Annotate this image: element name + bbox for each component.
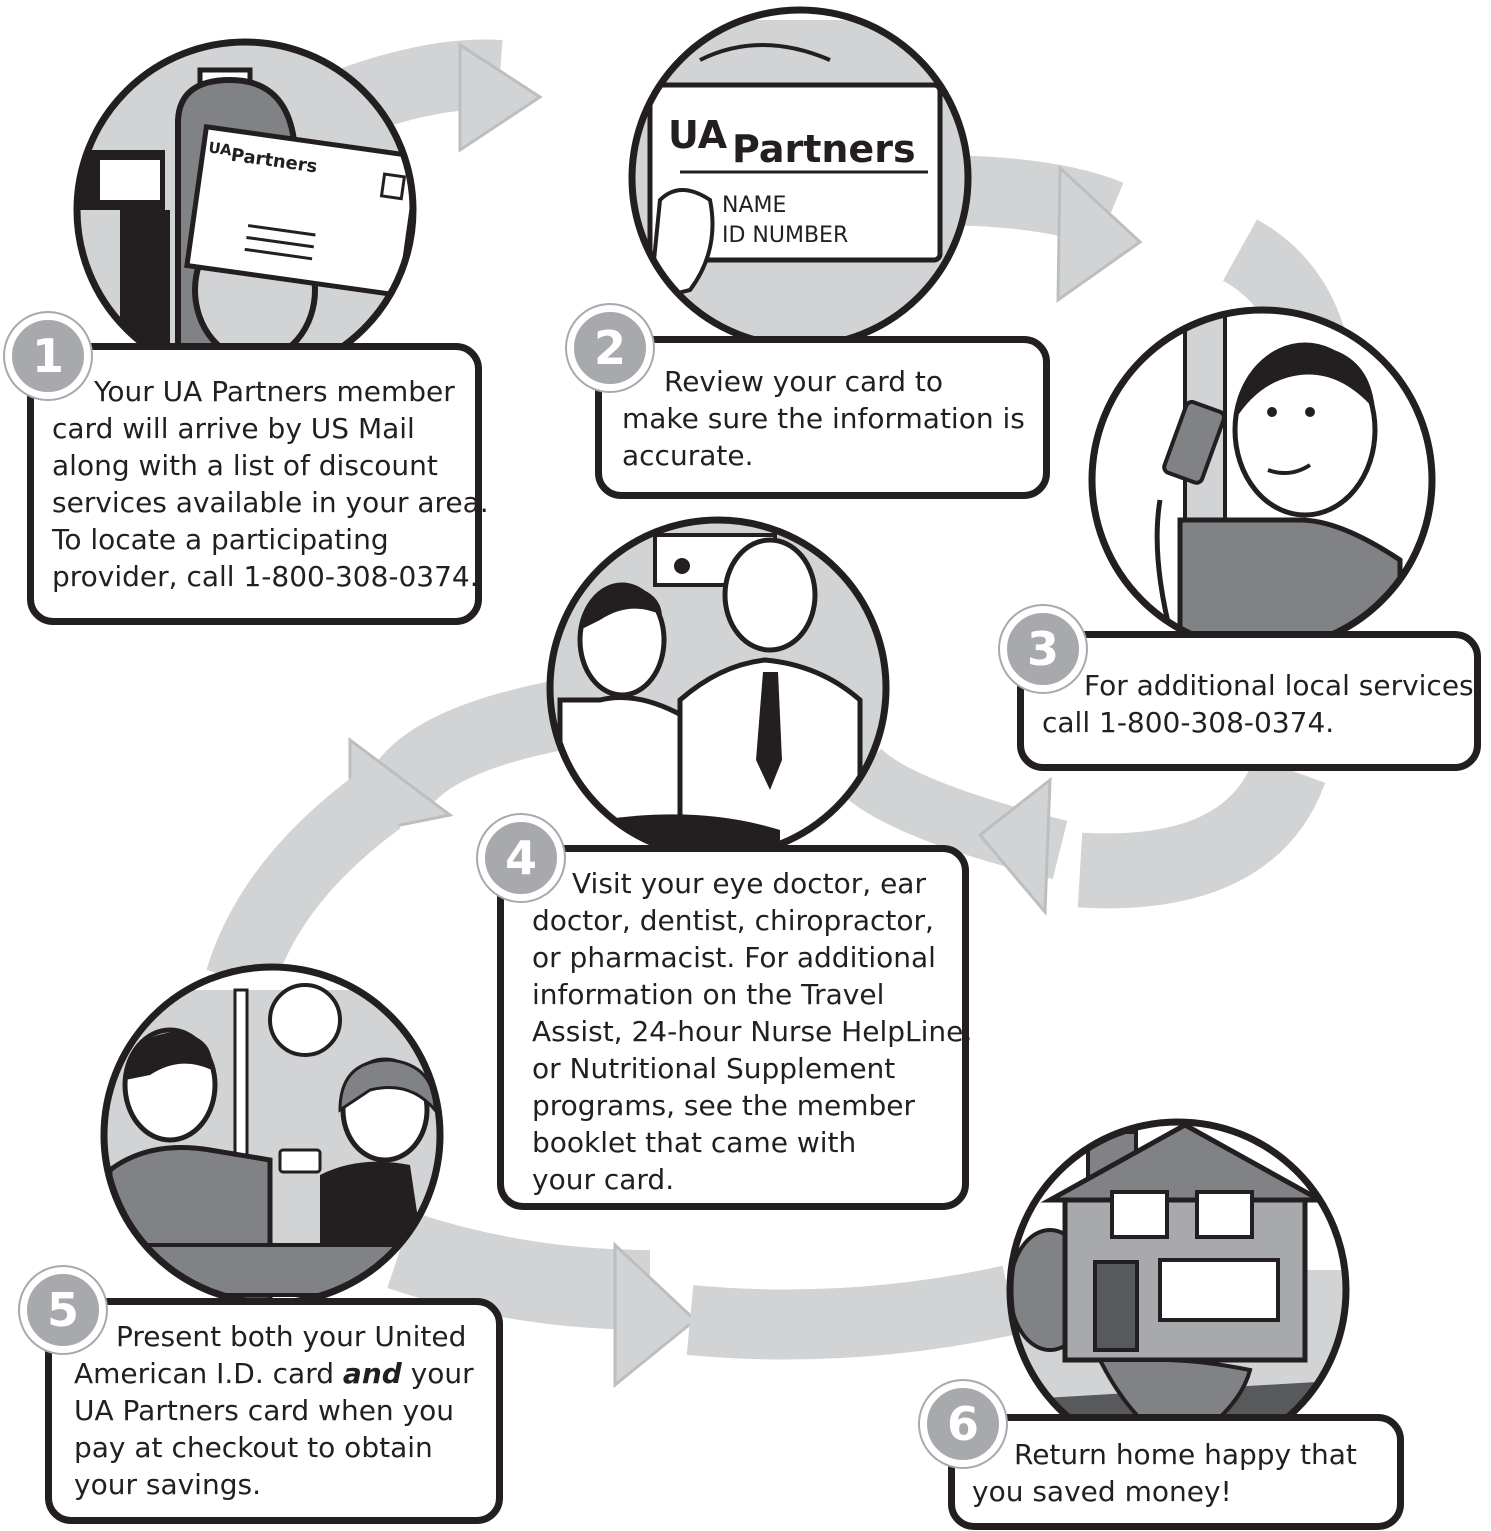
scene-3-phone-call	[1088, 306, 1436, 654]
step-3-number: 3	[1026, 622, 1059, 676]
step-4-text: Visit your eye doctor, ear doctor, denti…	[532, 865, 972, 1198]
step-2-text: Review your card to make sure the inform…	[622, 363, 1025, 474]
step-5-badge: 5	[20, 1267, 106, 1353]
step-5-line: your savings.	[74, 1468, 261, 1501]
scene-4-doctor-visit	[546, 516, 890, 860]
step-6-text: Return home happy that you saved money!	[972, 1436, 1357, 1510]
step-4-number: 4	[504, 831, 537, 885]
step-1-line: provider, call 1-800-308-0374.	[52, 560, 479, 593]
step-5-box	[45, 1298, 503, 1524]
step-1-line: Your UA Partners member	[94, 375, 455, 408]
step-4-line: doctor, dentist, chiropractor,	[532, 904, 934, 937]
step-4-badge: 4	[478, 815, 564, 901]
step-4-line: information on the Travel	[532, 978, 885, 1011]
step-4-line: Assist, 24-hour Nurse HelpLine,	[532, 1015, 973, 1048]
step-4-line: or Nutritional Supplement	[532, 1052, 896, 1085]
step-2-number: 2	[593, 321, 626, 375]
step-6-badge: 6	[920, 1381, 1006, 1467]
step-6-line: you saved money!	[972, 1475, 1232, 1508]
step-4-line: your card.	[532, 1163, 675, 1196]
step-6-box	[948, 1414, 1404, 1530]
step-1-text: Your UA Partners member card will arrive…	[52, 373, 489, 595]
step-4-line: booklet that came with	[532, 1126, 857, 1159]
step-2-line: accurate.	[622, 439, 754, 472]
step-1-line: card will arrive by US Mail	[52, 412, 415, 445]
card-id-label: ID NUMBER	[722, 223, 848, 248]
step-5-line: pay at checkout to obtain	[74, 1431, 433, 1464]
step-1-box	[27, 343, 482, 625]
step-1-line: along with a list of discount	[52, 449, 438, 482]
step-3-line: call 1-800-308-0374.	[1042, 706, 1335, 739]
scene-6-house	[1006, 1118, 1350, 1462]
card-brand-ua: UA	[668, 113, 728, 157]
step-2-box	[595, 336, 1050, 499]
step-6-number: 6	[946, 1397, 979, 1451]
step-1-line: services available in your area.	[52, 486, 489, 519]
step-2-line: make sure the information is	[622, 402, 1025, 435]
emphasis-and: and	[342, 1357, 402, 1390]
step-6-line: Return home happy that	[1014, 1438, 1357, 1471]
step-5-line: Present both your United	[116, 1320, 467, 1353]
step-4-line: programs, see the member	[532, 1089, 915, 1122]
step-2-badge: 2	[567, 305, 653, 391]
step-4-line: Visit your eye doctor, ear	[572, 867, 926, 900]
scene-5-checkout	[100, 963, 444, 1307]
step-2-line: Review your card to	[664, 365, 944, 398]
step-4-box	[497, 845, 969, 1210]
step-5-number: 5	[46, 1283, 79, 1337]
step-4-line: or pharmacist. For additional	[532, 941, 936, 974]
step-5-line-2: American I.D. card and your	[74, 1357, 474, 1390]
step-3-box	[1017, 631, 1481, 771]
card-brand-partners: Partners	[732, 127, 916, 171]
step-3-text: For additional local services, call 1-80…	[1042, 667, 1483, 741]
step-1-number: 1	[31, 329, 64, 383]
step-3-badge: 3	[1000, 606, 1086, 692]
step-1-badge: 1	[5, 313, 91, 399]
step-3-line: For additional local services,	[1084, 669, 1483, 702]
scene-1-mailbox: UAPartners	[73, 38, 417, 382]
step-5-line: UA Partners card when you	[74, 1394, 455, 1427]
scene-2-card: UA Partners NAME ID NUMBER	[628, 6, 972, 350]
step-1-line: To locate a participating	[52, 523, 389, 556]
card-name-label: NAME	[722, 193, 786, 218]
step-5-text: Present both your United American I.D. c…	[74, 1318, 474, 1503]
envelope-brand-ua: UA	[207, 138, 233, 159]
